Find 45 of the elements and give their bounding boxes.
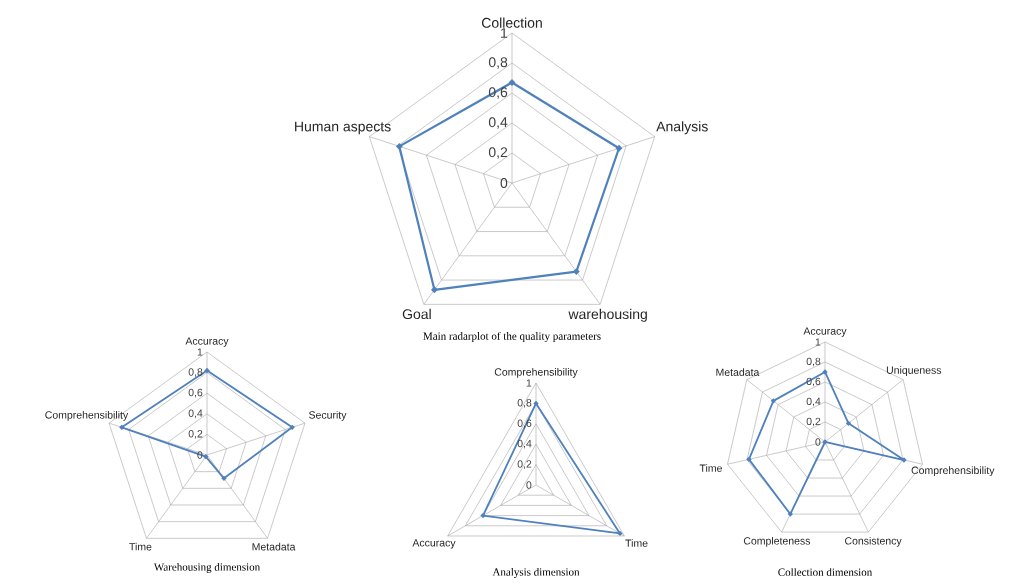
axis-label: Goal [402, 308, 431, 320]
axis-label: Uniqueness [886, 366, 942, 376]
axis-label: warehousing [568, 308, 647, 322]
axis-label: Time [625, 539, 648, 547]
axis-label: Accuracy [185, 337, 229, 347]
tick-label: 0 [815, 438, 821, 446]
chart-caption: Warehousing dimension [153, 563, 260, 573]
tick-label: 0,6 [188, 388, 203, 398]
tick-label: 0,2 [517, 460, 532, 469]
axis-label: Completeness [743, 536, 811, 547]
axis-label: Human aspects [295, 121, 391, 135]
axis-label: Consistency [845, 536, 902, 547]
tick-label: 0 [500, 178, 508, 188]
tick-label: 0,8 [806, 357, 821, 367]
tick-label: 0,2 [488, 147, 508, 159]
tick-label: 0,8 [517, 399, 532, 408]
axis-label: Accuracy [803, 327, 847, 337]
tick-label: 0 [526, 481, 532, 489]
axis-label: Analysis [656, 121, 708, 135]
tick-label: 0,4 [517, 439, 532, 449]
tick-label: 1 [197, 348, 203, 356]
tick-label: 0,4 [188, 409, 203, 419]
tick-label: 0,8 [188, 368, 203, 377]
tick-label: 0,6 [806, 377, 821, 387]
chart-caption: Analysis dimension [492, 568, 580, 578]
axis-label: Comprehensibility [45, 410, 129, 421]
axis-label: Time [699, 464, 722, 472]
chart-caption: Collection dimension [778, 568, 873, 576]
axis-label: Comprehensibility [494, 368, 578, 378]
tick-label: 0,8 [488, 57, 508, 69]
tick-label: 0,4 [806, 397, 821, 407]
tick-label: 0,2 [188, 430, 203, 439]
axis-label: Security [309, 410, 347, 421]
axis-label: Accuracy [412, 539, 456, 549]
axis-label: Comprehensibility [911, 466, 995, 477]
chart-caption: Main radarplot of the quality parameters [423, 331, 601, 343]
axis-label: Time [129, 542, 152, 551]
axis-label: Metadata [252, 542, 296, 551]
tick-label: 0,2 [806, 417, 821, 427]
tick-label: 1 [526, 379, 532, 387]
axis-label: Collection [482, 17, 542, 28]
tick-label: 1 [815, 338, 821, 346]
tick-label: 0,4 [488, 117, 508, 129]
tick-label: 1 [501, 28, 508, 38]
axis-label: Metadata [716, 368, 760, 376]
